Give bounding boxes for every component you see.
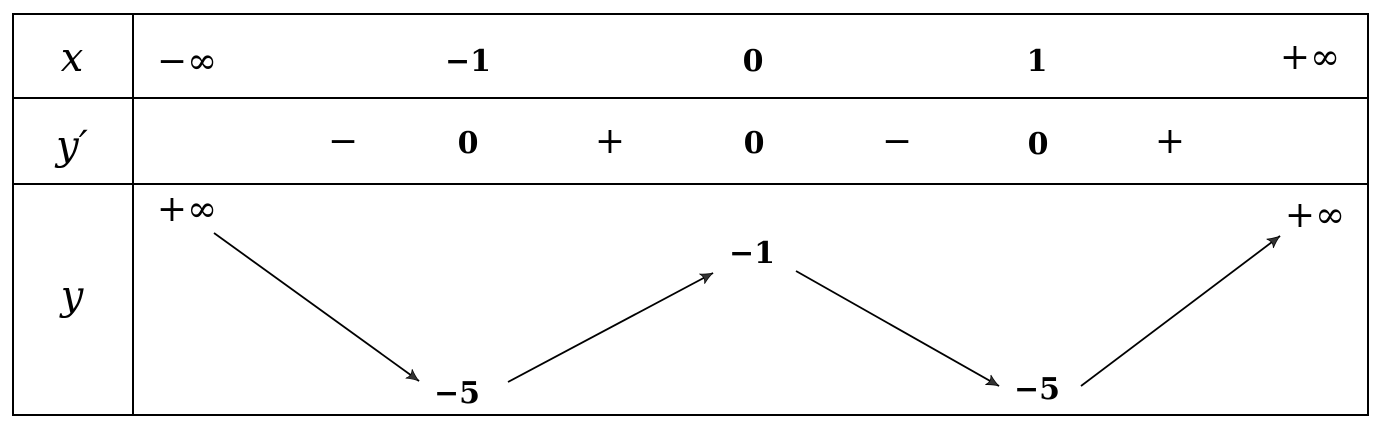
- arrow-decreasing-1: [213, 232, 420, 382]
- y-value-start: +∞: [156, 189, 218, 230]
- derivative-zero-1: 0: [457, 126, 479, 161]
- derivative-zero-2: 0: [743, 126, 765, 161]
- derivative-sign-3: −: [881, 121, 913, 162]
- arrow-increasing-1: [507, 272, 714, 383]
- row-divider-2: [12, 183, 1369, 185]
- x-value-pos-inf: +∞: [1279, 37, 1341, 78]
- derivative-sign-1: −: [327, 121, 359, 162]
- y-value-max: −1: [728, 236, 776, 271]
- x-value-neg-1: −1: [444, 44, 492, 79]
- derivative-zero-3: 0: [1027, 127, 1049, 162]
- x-value-0: 0: [742, 44, 764, 79]
- derivative-sign-2: +: [594, 121, 626, 162]
- arrow-decreasing-2: [795, 270, 1000, 387]
- row-label-x: x: [60, 35, 84, 81]
- column-divider: [132, 13, 134, 414]
- derivative-sign-4: +: [1154, 121, 1186, 162]
- x-value-neg-inf: −∞: [156, 41, 218, 82]
- row-divider-1: [12, 97, 1369, 99]
- row-label-y-prime: y′: [56, 123, 88, 169]
- y-value-min-2: −5: [1013, 372, 1061, 407]
- y-value-min-1: −5: [433, 376, 481, 411]
- row-label-y: y: [60, 273, 84, 319]
- arrow-increasing-2: [1080, 235, 1281, 387]
- y-value-end: +∞: [1284, 195, 1346, 236]
- table-border: [12, 13, 1369, 416]
- x-value-1: 1: [1026, 44, 1048, 79]
